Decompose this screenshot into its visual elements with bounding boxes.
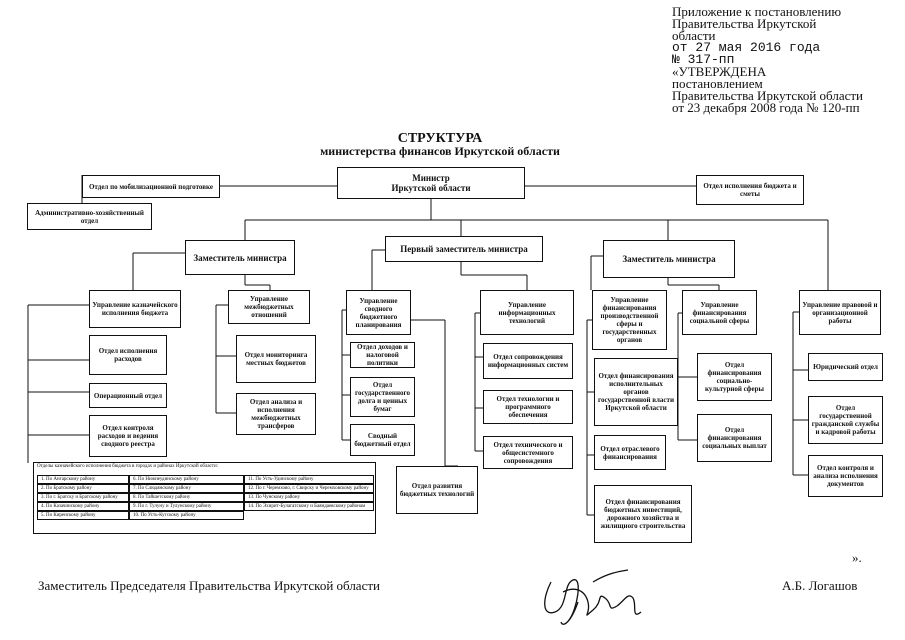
regional-office-cell: 12. По г. Черемхово, г. Свирску и Черемх… bbox=[244, 484, 374, 493]
regional-office-cell: 2. По Братскому району bbox=[37, 484, 129, 493]
closing-quote: ». bbox=[852, 550, 862, 565]
header-line: постановлением bbox=[672, 76, 763, 91]
is-support-dept-box: Отдел сопровождения информационных систе… bbox=[483, 343, 573, 379]
regional-office-cell: 11. По Усть-Удинскому району bbox=[244, 475, 374, 484]
regional-office-cell: 13. По Чунскому району bbox=[244, 493, 374, 502]
header-line: от 23 декабря 2008 года № 120-пп bbox=[672, 100, 860, 115]
expense-control-dept-box: Отдел контроля расходов и ведения сводно… bbox=[89, 415, 167, 457]
it-division-box: Управление информационных технологий bbox=[480, 290, 574, 335]
signatory-name: А.Б. Логашов bbox=[782, 578, 858, 593]
mobilization-dept-box: Отдел по мобилизационной подготовке bbox=[82, 175, 220, 198]
regional-office-cell: 3. По г. Братску и Братскому району bbox=[37, 493, 129, 502]
header-number: № 317-пп bbox=[672, 52, 735, 67]
technical-support-dept-box: Отдел технического и общесистемного сопр… bbox=[483, 436, 573, 469]
document-control-dept-box: Отдел контроля и анализа исполнения доку… bbox=[808, 455, 883, 497]
header-line: Приложение к постановлению bbox=[672, 4, 842, 19]
summary-budget-dept-box: Сводный бюджетный отдел bbox=[350, 424, 415, 456]
regional-office-cell: 9. По г. Тулуну и Тулунскому району bbox=[129, 502, 244, 511]
regional-offices-caption: Отделы казначейского исполнения бюджета … bbox=[37, 464, 219, 469]
header-date: от 27 мая 2016 года bbox=[672, 40, 821, 55]
signature-image bbox=[544, 569, 642, 625]
minister-box: Министр Иркутской области bbox=[337, 167, 525, 199]
deputy-minister-1-box: Заместитель министра bbox=[185, 240, 295, 275]
regional-office-cell: 8. По Тайшетскому району bbox=[129, 493, 244, 502]
sociocultural-financing-dept-box: Отдел финансирования социально-культурно… bbox=[697, 353, 772, 401]
regional-office-cell: 1. По Ангарскому району bbox=[37, 475, 129, 484]
investment-financing-dept-box: Отдел финансирования бюджетных инвестици… bbox=[594, 485, 692, 543]
state-debt-dept-box: Отдел государственного долга и ценных бу… bbox=[350, 377, 415, 417]
operations-dept-box: Операционный отдел bbox=[89, 383, 167, 408]
branch-financing-dept-box: Отдел отраслевого финансирования bbox=[594, 435, 666, 470]
civil-service-dept-box: Отдел государственной гражданской службы… bbox=[808, 396, 883, 444]
regional-office-cell: 7. По Слюдянскому району bbox=[129, 484, 244, 493]
budget-execution-dept-box: Отдел исполнения бюджета и сметы bbox=[696, 175, 804, 205]
budget-tech-development-dept-box: Отдел развития бюджетных технологий bbox=[396, 466, 478, 514]
header-line: «УТВЕРЖДЕНА bbox=[672, 64, 767, 79]
legal-dept-box: Юридический отдел bbox=[808, 353, 883, 381]
treasury-division-box: Управление казначейского исполнения бюдж… bbox=[89, 290, 181, 328]
transfer-analysis-dept-box: Отдел анализа и исполнения межбюджетных … bbox=[236, 393, 316, 435]
social-payments-dept-box: Отдел финансирования социальных выплат bbox=[697, 414, 772, 462]
header-line: Правительства Иркутской bbox=[672, 16, 817, 31]
consolidated-planning-division-box: Управление сводного бюджетного планирова… bbox=[346, 290, 411, 335]
legal-division-box: Управление правовой и организационной ра… bbox=[799, 290, 881, 335]
financing-production-division-box: Управление финансирования производственн… bbox=[592, 290, 667, 350]
title-main: СТРУКТУРА bbox=[397, 131, 483, 146]
approval-header: Приложение к постановлению Правительства… bbox=[672, 4, 902, 115]
exec-organs-financing-dept-box: Отдел финансирования исполнительных орга… bbox=[594, 358, 678, 426]
regional-office-cell: 14. По Эхирит-Булагатскому и Баяндаевско… bbox=[244, 502, 374, 511]
regional-office-cell: 4. По Казачинскому району bbox=[37, 502, 129, 511]
admin-dept-box: Административно-хозяйственный отдел bbox=[27, 203, 152, 230]
header-line: Правительства Иркутской области bbox=[672, 88, 864, 103]
social-financing-division-box: Управление финансирования социальной сфе… bbox=[682, 290, 757, 335]
regional-offices-table: Отделы казначейского исполнения бюджета … bbox=[33, 462, 376, 534]
regional-office-cell: 6. По Нижнеудинскому району bbox=[129, 475, 244, 484]
interbudget-division-box: Управление межбюджетных отношений bbox=[228, 290, 310, 324]
expense-execution-dept-box: Отдел исполнения расходов bbox=[89, 335, 167, 375]
income-tax-policy-dept-box: Отдел доходов и налоговой политики bbox=[350, 342, 415, 368]
header-line: области bbox=[672, 28, 716, 43]
regional-office-cell: 5. По Киренскому району bbox=[37, 511, 129, 520]
title-sub: министерства финансов Иркутской области bbox=[320, 144, 560, 158]
signatory-position: Заместитель Председателя Правительства И… bbox=[38, 578, 380, 593]
deputy-minister-2-box: Заместитель министра bbox=[603, 240, 735, 278]
software-tech-dept-box: Отдел технологии и программного обеспече… bbox=[483, 390, 573, 424]
regional-office-cell: 10. По Усть-Кутскому району bbox=[129, 511, 244, 520]
first-deputy-minister-box: Первый заместитель министра bbox=[385, 236, 543, 262]
local-budget-monitoring-dept-box: Отдел мониторинга местных бюджетов bbox=[236, 335, 316, 383]
page-title: СТРУКТУРА министерства финансов Иркутско… bbox=[250, 132, 630, 158]
